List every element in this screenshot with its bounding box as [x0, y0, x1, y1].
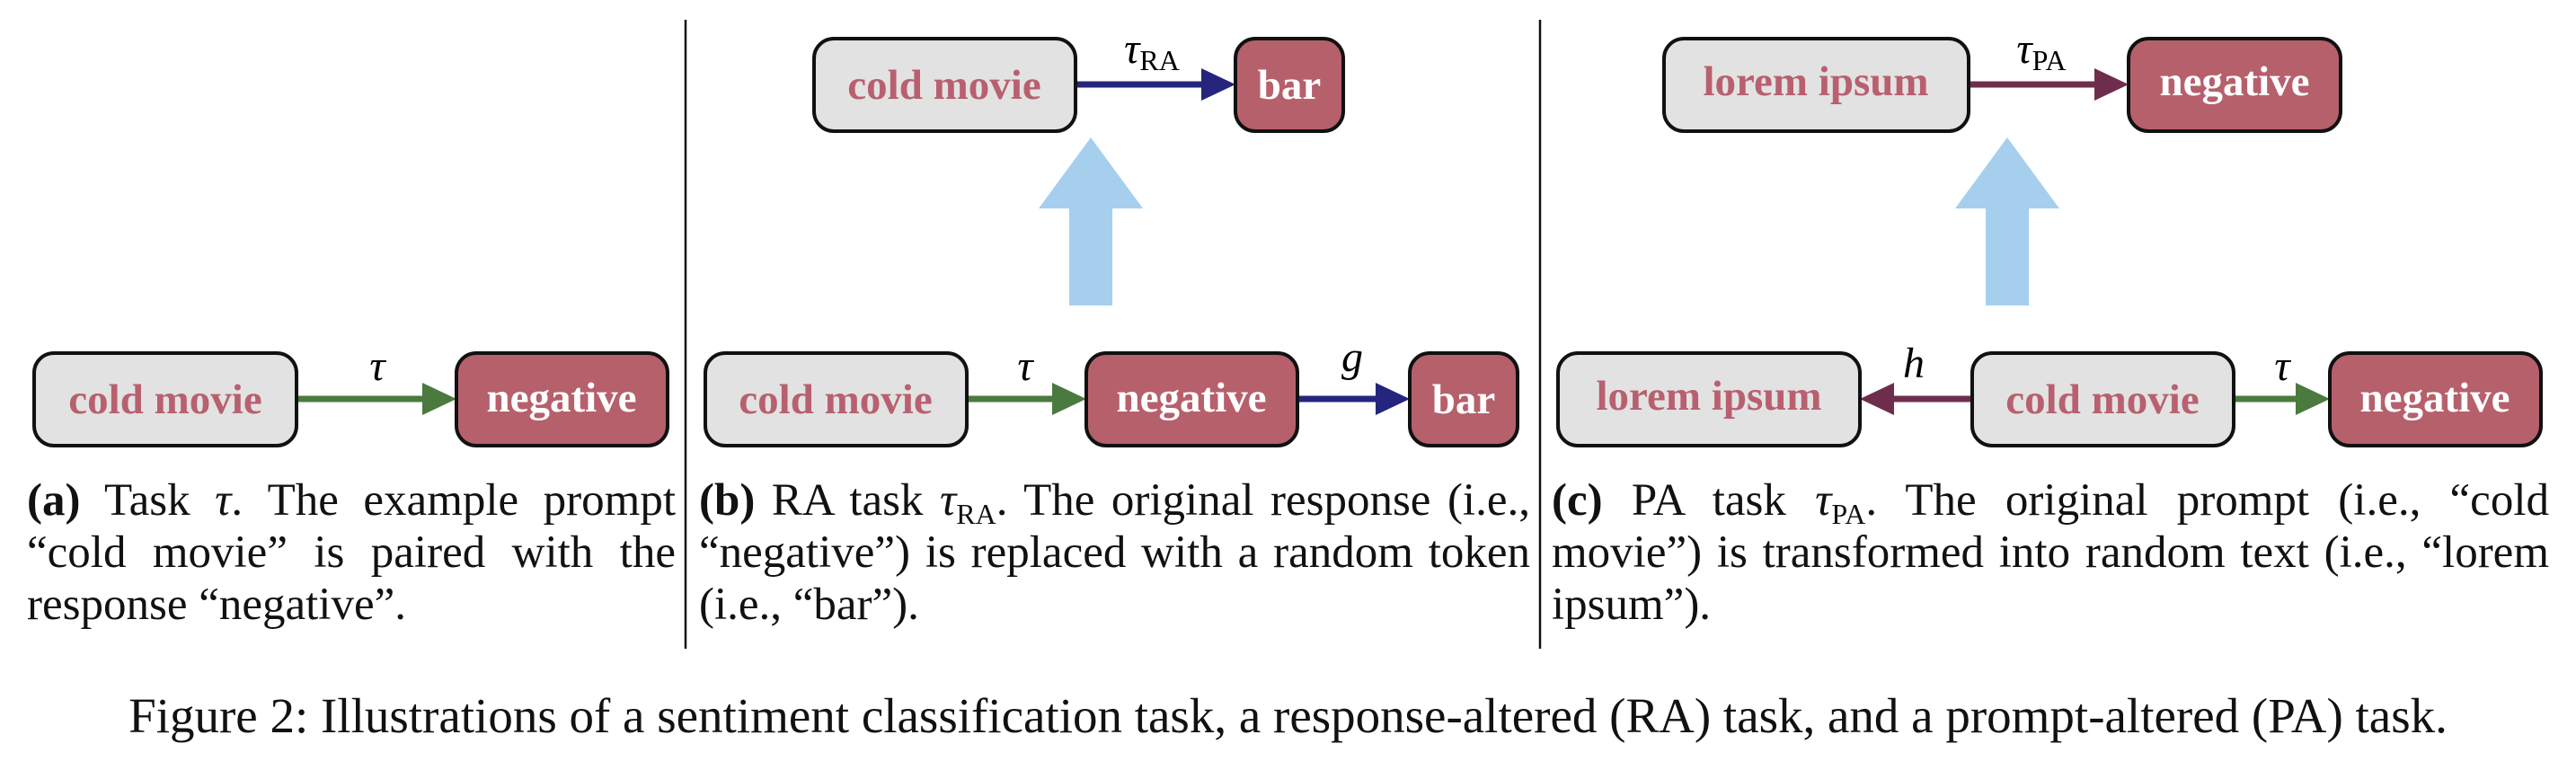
node-prompt-b — [704, 351, 969, 447]
arrow-head-task-b — [1052, 383, 1086, 415]
node-prompt-b-top-label: cold movie — [847, 62, 1040, 109]
arrow-head-ra-top — [1201, 68, 1235, 101]
node-prompt-a — [32, 351, 298, 447]
panel-a: τ cold movie negative — [32, 342, 669, 447]
caption-c-tau-sub: PA — [1831, 498, 1866, 530]
node-prompt-c-top — [1662, 37, 1970, 133]
node-response-b — [1084, 351, 1299, 447]
caption-panel-b: (b) RA task τRA. The original response (… — [699, 474, 1530, 631]
caption-c-text-2: . The original prompt (i.e., “cold movie… — [1552, 475, 2549, 630]
node-random-c — [1556, 351, 1862, 447]
panel-c: τPA lorem ipsum negative h τ lorem ipsum… — [1556, 25, 2543, 447]
caption-b-tag: (b) — [699, 475, 756, 526]
node-prompt-b-label: cold movie — [739, 376, 932, 423]
node-response-b-top-label: bar — [1258, 62, 1322, 109]
caption-b-tau-sub: RA — [956, 498, 996, 530]
node-prompt-c-top-label: lorem ipsum — [1703, 58, 1928, 105]
caption-b-text-1: RA task — [771, 475, 941, 526]
node-prompt-c — [1970, 351, 2235, 447]
node-response-b-label: negative — [1116, 375, 1266, 421]
node-prompt-a-label: cold movie — [68, 376, 261, 423]
caption-a-tag: (a) — [27, 475, 81, 526]
caption-b-text-2: . The original response (i.e., “negative… — [699, 475, 1530, 630]
arrow-head-g-b — [1376, 383, 1410, 415]
node-random-c-label: lorem ipsum — [1596, 373, 1821, 420]
transform-arrow-b — [1039, 137, 1143, 305]
caption-b-tau: τ — [940, 475, 957, 526]
node-response-a-label: negative — [486, 375, 636, 421]
label-tau-pa-top: τPA — [2016, 25, 2066, 76]
node-response-a — [455, 351, 669, 447]
caption-panel-c: (c) PA task τPA. The original prompt (i.… — [1552, 474, 2549, 631]
label-tau-pa-top-symbol: τ — [2016, 25, 2033, 73]
node-response-b-top — [1234, 37, 1345, 133]
label-tau-pa-top-sub: PA — [2032, 44, 2067, 76]
caption-c-tag: (c) — [1552, 475, 1603, 526]
caption-a-tau: τ — [215, 475, 232, 526]
label-tau-c: τ — [2274, 342, 2291, 390]
arrow-head-task-c — [2296, 383, 2330, 415]
caption-a-text-1: Task — [104, 475, 216, 526]
label-g-b: g — [1341, 333, 1363, 381]
node-response-c — [2328, 351, 2543, 447]
label-tau-ra-top: τRA — [1124, 25, 1180, 76]
arrow-head-task-a — [422, 383, 456, 415]
panel-b: τRA cold movie bar τ g cold movie negati… — [704, 25, 1519, 447]
figure-caption: Figure 2: Illustrations of a sentiment c… — [128, 688, 2448, 743]
node-random-b-label: bar — [1432, 376, 1496, 423]
label-tau-ra-top-symbol: τ — [1124, 25, 1141, 73]
label-h-c: h — [1903, 340, 1925, 387]
transform-arrow-c — [1955, 137, 2059, 305]
label-tau-b: τ — [1017, 342, 1034, 390]
node-response-c-top — [2127, 37, 2342, 133]
caption-a-text-2: . The example prompt “cold movie” is pai… — [27, 475, 676, 630]
caption-c-text-1: PA task — [1631, 475, 1816, 526]
arrow-head-pa-top — [2094, 68, 2129, 101]
caption-c-tau: τ — [1815, 475, 1832, 526]
label-tau-a: τ — [369, 342, 386, 390]
node-random-b — [1408, 351, 1519, 447]
caption-panel-a: (a) Task τ. The example prompt “cold mov… — [27, 474, 676, 631]
node-prompt-b-top — [812, 37, 1077, 133]
node-prompt-c-label: cold movie — [2005, 376, 2199, 423]
label-tau-ra-top-sub: RA — [1139, 44, 1179, 76]
node-response-c-top-label: negative — [2159, 58, 2309, 105]
arrow-head-h-c — [1860, 383, 1894, 415]
node-response-c-label: negative — [2359, 375, 2510, 421]
